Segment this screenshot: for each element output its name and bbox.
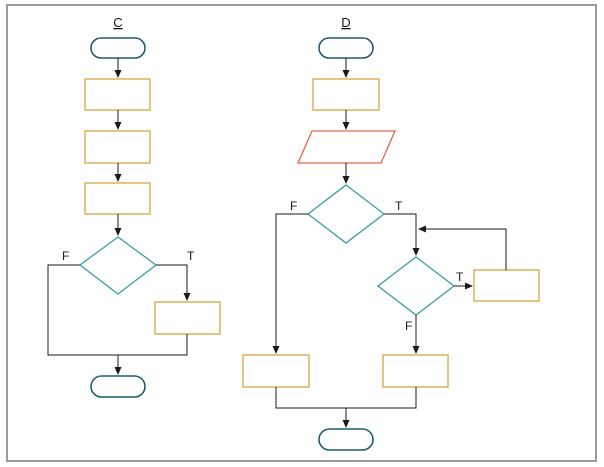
c-process-box-3 bbox=[84, 182, 151, 215]
c-decision-diamond bbox=[78, 236, 158, 295]
d-outer-decision-diamond bbox=[306, 184, 386, 244]
c-process-box-2 bbox=[84, 130, 151, 164]
d-start-terminal bbox=[318, 37, 374, 59]
d-end-terminal bbox=[318, 428, 374, 451]
c-true-label: T bbox=[187, 249, 195, 263]
flowchart-c: C F T bbox=[47, 15, 221, 398]
c-end-terminal bbox=[90, 375, 146, 398]
c-false-branch-path bbox=[47, 264, 118, 356]
c-true-merge-path bbox=[118, 334, 188, 356]
d-outer-false-label: F bbox=[290, 199, 297, 213]
c-start-terminal bbox=[90, 37, 146, 59]
d-process-box-false bbox=[242, 354, 310, 388]
d-outer-true-path bbox=[384, 213, 420, 256]
flowchart-d: D F T T F bbox=[242, 15, 540, 451]
d-process-box-after-loop bbox=[382, 354, 449, 388]
flowchart-d-title: D bbox=[341, 15, 350, 30]
c-process-box-true bbox=[154, 301, 221, 335]
d-inner-true-label: T bbox=[456, 270, 464, 284]
d-loop-back-path bbox=[418, 225, 507, 270]
flowchart-c-title: C bbox=[113, 15, 122, 30]
c-process-box-1 bbox=[84, 78, 151, 111]
d-outer-false-path bbox=[272, 213, 308, 354]
d-outer-true-label: T bbox=[395, 199, 403, 213]
d-input-output-parallelogram bbox=[297, 130, 396, 164]
c-false-label: F bbox=[62, 249, 69, 263]
d-loop-process-box bbox=[473, 269, 540, 302]
d-process-box-1 bbox=[312, 78, 380, 111]
d-inner-false-label: F bbox=[405, 319, 412, 333]
c-true-branch-path bbox=[156, 264, 191, 301]
